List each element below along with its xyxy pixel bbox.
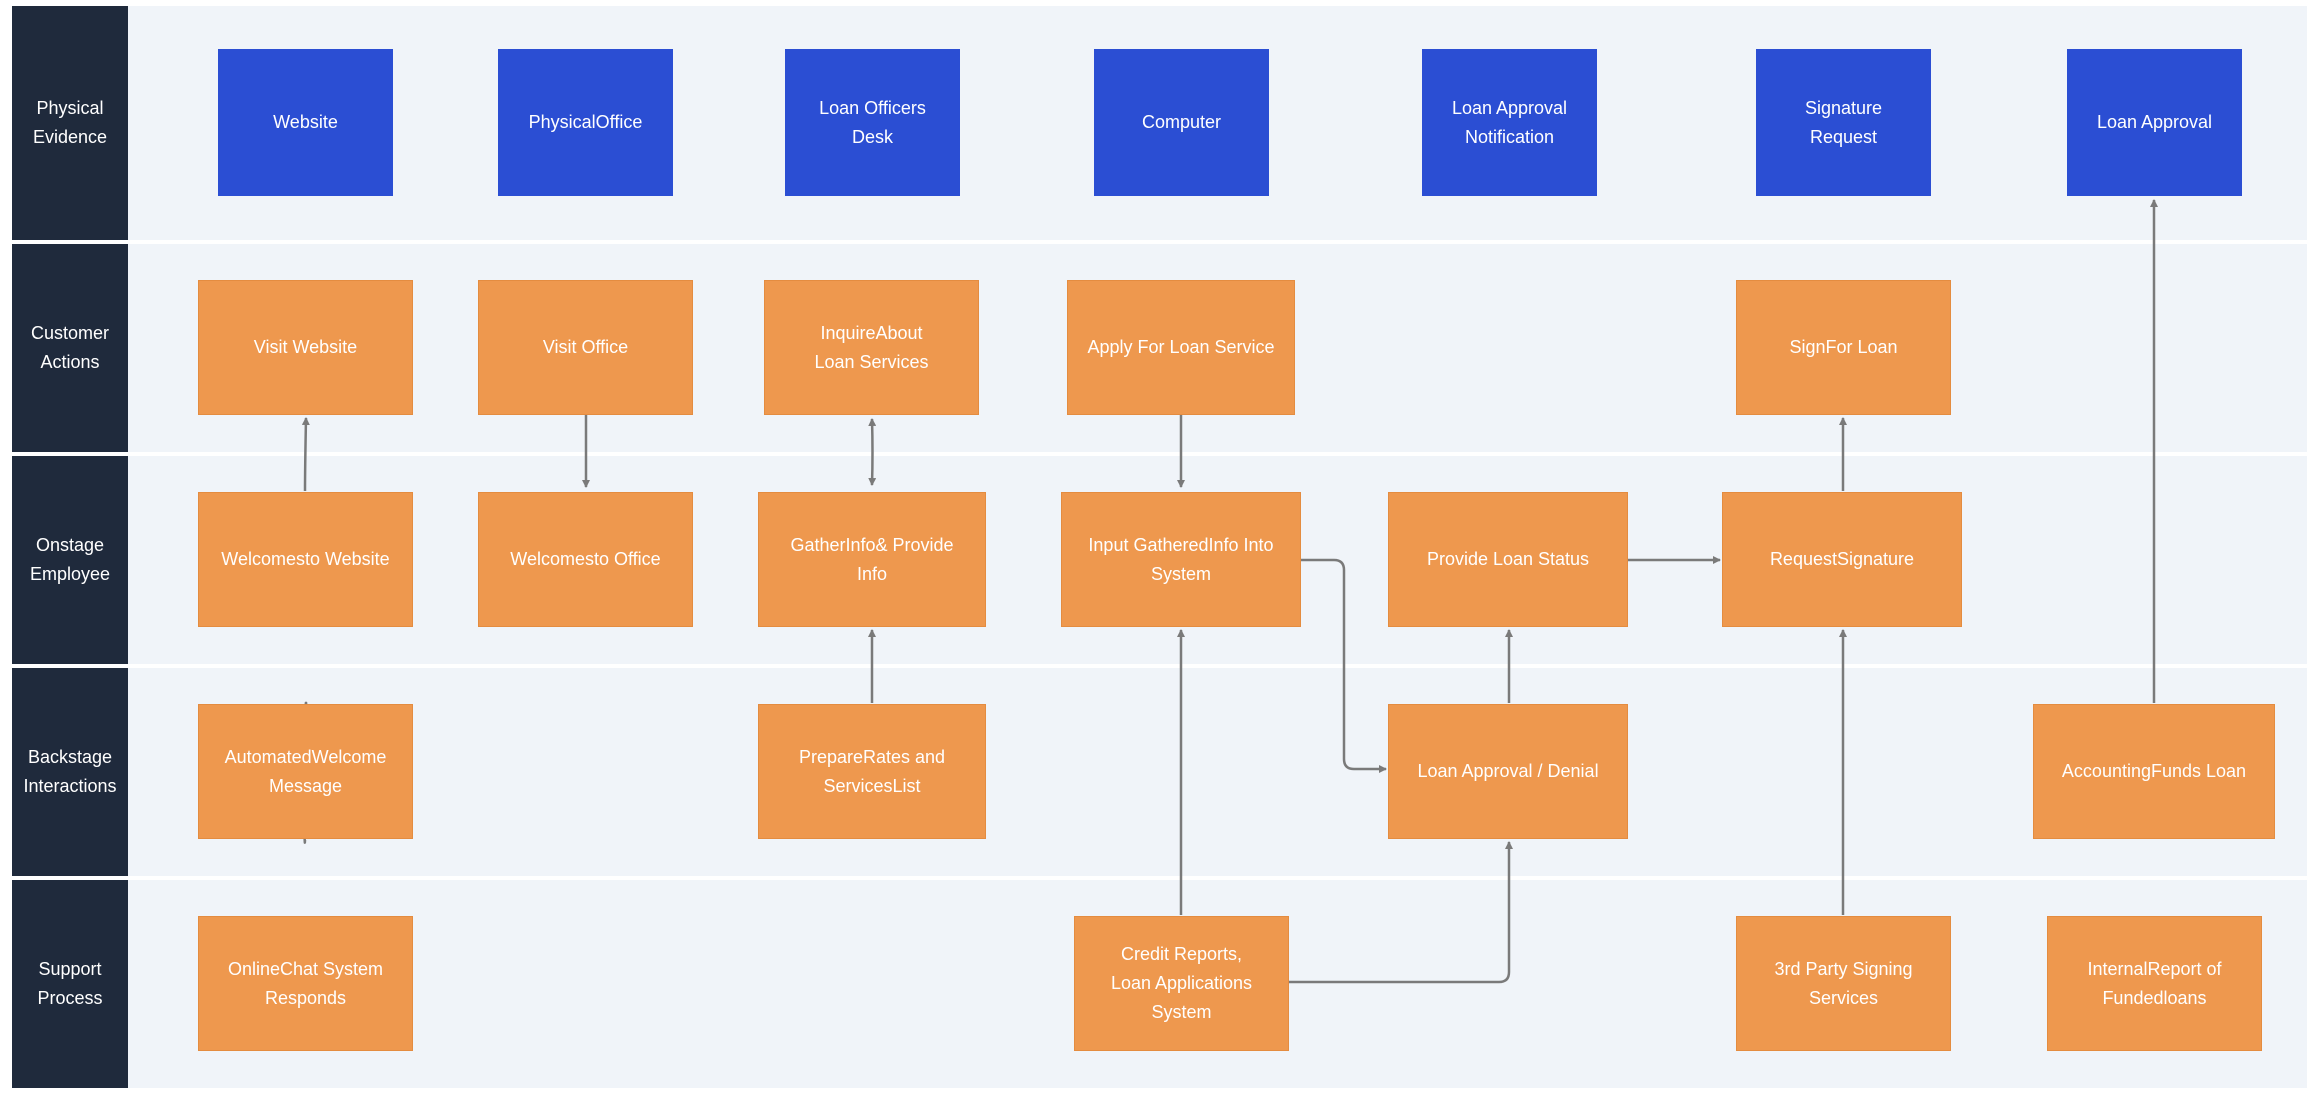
onstage-welcome-office: Welcomesto Office — [478, 492, 693, 627]
evidence-physical-office: PhysicalOffice — [498, 49, 673, 196]
evidence-website: Website — [218, 49, 393, 196]
evidence-loan-officers-desk: Loan Officers Desk — [785, 49, 960, 196]
onstage-input-info-system: Input GatheredInfo Into System — [1061, 492, 1301, 627]
connector-input-info-to-loan-approval — [1301, 558, 1387, 773]
connector-welcome-website-to-visit-website — [301, 417, 310, 492]
onstage-request-signature: RequestSignature — [1722, 492, 1962, 627]
onstage-welcome-website: Welcomesto Website — [198, 492, 413, 627]
action-apply-for-loan: Apply For Loan Service — [1067, 280, 1295, 415]
onstage-provide-loan-status: Provide Loan Status — [1388, 492, 1628, 627]
lane-label-customer-actions: Customer Actions — [12, 244, 128, 452]
support-credit-reports: Credit Reports, Loan Applications System — [1074, 916, 1289, 1051]
action-inquire-loan-services: InquireAbout Loan Services — [764, 280, 979, 415]
action-visit-website: Visit Website — [198, 280, 413, 415]
support-online-chat: OnlineChat System Responds — [198, 916, 413, 1051]
support-internal-report: InternalReport of Fundedloans — [2047, 916, 2262, 1051]
lane-label-physical-evidence: Physical Evidence — [12, 6, 128, 240]
evidence-loan-approval: Loan Approval — [2067, 49, 2242, 196]
lane-label-backstage-interactions: Backstage Interactions — [12, 668, 128, 876]
backstage-automated-welcome: AutomatedWelcome Message — [198, 704, 413, 839]
backstage-accounting-funds: AccountingFunds Loan — [2033, 704, 2275, 839]
backstage-prepare-rates: PrepareRates and ServicesList — [758, 704, 986, 839]
action-sign-for-loan: SignFor Loan — [1736, 280, 1951, 415]
backstage-loan-approval-denial: Loan Approval / Denial — [1388, 704, 1628, 839]
lane-backstage-interactions — [128, 668, 2307, 876]
evidence-computer: Computer — [1094, 49, 1269, 196]
action-visit-office: Visit Office — [478, 280, 693, 415]
evidence-loan-approval-notification: Loan Approval Notification — [1422, 49, 1597, 196]
lane-label-support-process: Support Process — [12, 880, 128, 1088]
connector-inquire-gather-info — [868, 418, 877, 486]
evidence-signature-request: Signature Request — [1756, 49, 1931, 196]
lane-label-onstage-employee: Onstage Employee — [12, 456, 128, 664]
connector-credit-reports-to-loan-approval — [1288, 841, 1513, 984]
support-3rd-party-signing: 3rd Party Signing Services — [1736, 916, 1951, 1051]
onstage-gather-provide-info: GatherInfo& Provide Info — [758, 492, 986, 627]
